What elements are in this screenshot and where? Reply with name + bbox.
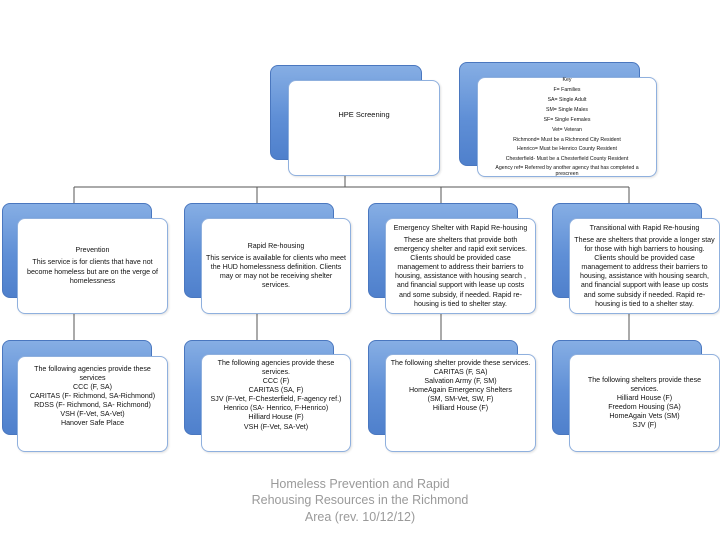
prevention-box: Prevention This service is for clients t… [17, 218, 168, 314]
key-entry: F= Families [553, 87, 581, 94]
provider-item: HomeAgain Vets (SM) [609, 412, 680, 421]
emergency-providers-heading: The following shelter provide these serv… [390, 359, 531, 367]
rapid-rehousing-description: This service is available for clients wh… [206, 253, 346, 290]
provider-item: CARITAS (SA, F) [248, 386, 304, 395]
emergency-shelter-title: Emergency Shelter with Rapid Re-housing [393, 224, 528, 232]
provider-item: Henrico (SA- Henrico, F-Henrico) [223, 404, 329, 413]
caption-line: Homeless Prevention and Rapid [270, 477, 450, 491]
key-entry: Vet= Veteran [552, 126, 582, 133]
provider-item: CARITAS (F- Richmond, SA-Richmond) [29, 392, 156, 401]
provider-item: SJV (F-Vet, F-Chesterfield, F-agency ref… [210, 395, 342, 404]
provider-item: Freedom Housing (SA) [608, 403, 681, 411]
emergency-shelter-box: Emergency Shelter with Rapid Re-housing … [385, 218, 536, 314]
diagram-caption: Homeless Prevention and Rapid Rehousing … [160, 476, 560, 525]
provider-item: CCC (F) [262, 377, 290, 386]
prevention-description: This service is for clients that have no… [27, 258, 158, 285]
provider-item: Hanover Safe Place [60, 419, 125, 428]
transitional-description: These are shelters that provide a longer… [574, 236, 715, 308]
transitional-title: Transitional with Rapid Re-housing [589, 224, 700, 232]
key-entry: SF= Single Females [543, 116, 591, 123]
emergency-providers-box: The following shelter provide these serv… [385, 354, 536, 452]
provider-item: Hilliard House (F) [432, 404, 489, 413]
provider-item: Salvation Army (F, SM) [424, 377, 497, 386]
key-entry: Henrico= Must be Henrico County Resident [517, 146, 617, 153]
provider-item: CARITAS (F, SA) [433, 368, 488, 377]
key-entry: Agency ref= Referred by another agency t… [495, 165, 639, 178]
caption-line: Area (rev. 10/12/12) [304, 509, 416, 524]
key-box: Key F= Families SA= Single Adult SM= Sin… [477, 77, 657, 177]
transitional-providers-box: The following shelters provide these ser… [569, 354, 720, 452]
provider-item: RDSS (F- Richmond, SA- Richmond) [34, 401, 151, 410]
prevention-providers-heading: The following agencies provide these ser… [34, 365, 151, 383]
rapid-rehousing-title: Rapid Re-housing [247, 241, 305, 250]
transitional-box: Transitional with Rapid Re-housing These… [569, 218, 720, 314]
provider-item: HomeAgain Emergency Shelters [409, 386, 512, 395]
prevention-providers-box: The following agencies provide these ser… [17, 356, 168, 452]
rapid-rehousing-box: Rapid Re-housing This service is availab… [201, 218, 351, 314]
key-entry: Chesterfield- Must be a Chesterfield Cou… [505, 156, 629, 163]
provider-item: (SM, SM-Vet, SW, F) [427, 395, 494, 404]
provider-item: VSH (F-Vet, SA-Vet) [243, 422, 309, 431]
provider-item: Hilliard House (F) [616, 393, 673, 402]
key-entry: Richmond= Must be a Richmond City Reside… [513, 136, 621, 143]
key-entry: SA= Single Adult [547, 97, 587, 104]
emergency-shelter-description: These are shelters that provide both eme… [394, 236, 527, 308]
provider-item: SJV (F) [632, 421, 657, 430]
rapid-providers-heading: The following agencies provide these ser… [217, 359, 335, 377]
hpe-screening-box: HPE Screening [288, 80, 440, 176]
provider-item: VSH (F-Vet, SA-Vet) [60, 410, 125, 419]
provider-item: Hilliard House (F) [248, 413, 304, 422]
prevention-title: Prevention [75, 246, 110, 255]
transitional-providers-heading: The following shelters provide these ser… [587, 375, 702, 393]
caption-line: Rehousing Resources in the Richmond [251, 493, 469, 508]
key-entry: SM= Single Males [546, 106, 588, 113]
provider-item: CCC (F, SA) [72, 383, 112, 392]
rapid-providers-box: The following agencies provide these ser… [201, 354, 351, 452]
hpe-screening-label: HPE Screening [338, 110, 390, 119]
key-heading: Key [562, 77, 572, 84]
